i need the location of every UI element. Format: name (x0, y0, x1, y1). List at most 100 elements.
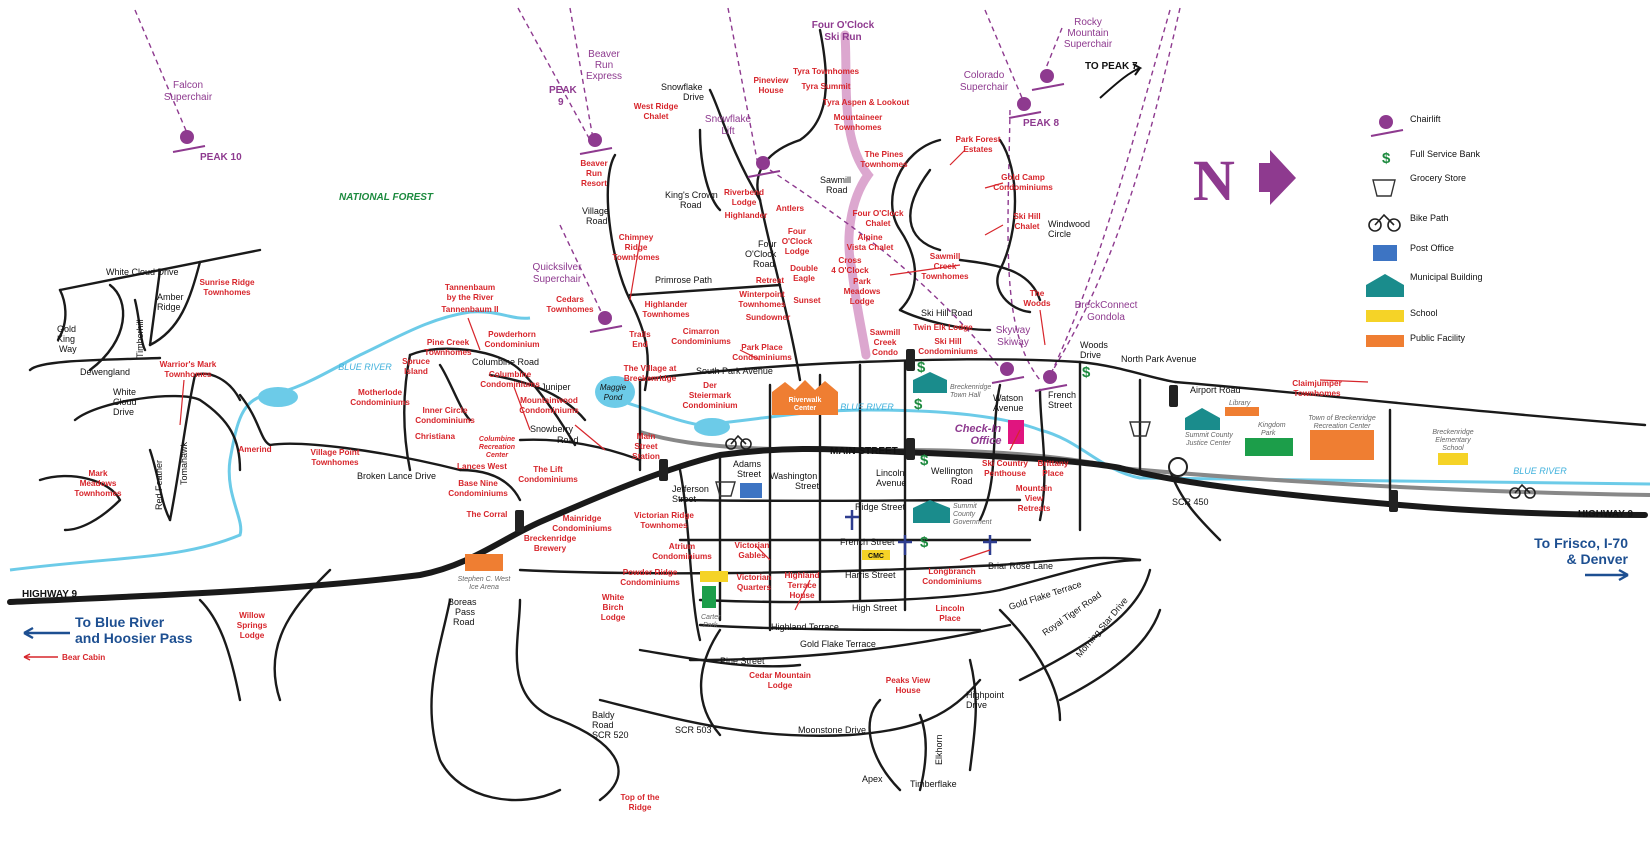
street-gold-flake-terrace: Gold Flake Terrace (800, 639, 876, 649)
street-french-street-v-2: Street (1048, 400, 1073, 410)
property-label-mark-meadows-1: Mark (88, 469, 108, 478)
street-village-road-1: Village (582, 206, 609, 216)
legend-label-grocery: Grocery Store (1410, 173, 1466, 183)
property-label-longbranch-1: Longbranch (928, 567, 975, 576)
destination-right-2: & Denver (1567, 551, 1629, 567)
property-label-ski-country-1: Ski Country (982, 459, 1028, 468)
four-oclock-run-label-1: Four O'Clock (812, 20, 875, 31)
svg-text:$: $ (920, 452, 929, 469)
bear-cabin-arrow-icon (23, 653, 58, 661)
peak10-label: PEAK 10 (200, 152, 242, 163)
street-broken-lance: Broken Lance Drive (357, 471, 436, 481)
legend-chairlift-icon (1379, 115, 1393, 129)
street-sawmill-road-1: Sawmill (820, 175, 851, 185)
property-label-base-nine-2: Condominiums (448, 489, 508, 498)
peak7-arrow-icon (1099, 63, 1143, 99)
riverwalk-center-building (772, 380, 838, 415)
property-label-tannenbaum-river-2: by the River (447, 293, 495, 302)
peak9-label-2: 9 (558, 97, 564, 108)
property-label-mountain-view-3: Retreats (1018, 504, 1051, 513)
property-label-spruce-island-1: Spruce (402, 357, 430, 366)
street-jefferson-1: Jefferson (672, 484, 709, 494)
svg-text:$: $ (1082, 364, 1091, 381)
summit-gov-label-2: County (953, 511, 976, 518)
property-label-pine-creek-2: Townhomes (424, 348, 472, 357)
peak9-line (517, 7, 591, 141)
property-label-beaver-run-resort-2: Run (586, 169, 602, 178)
legend-label-bank: Full Service Bank (1410, 149, 1481, 159)
property-label-willow-springs-2: Springs (237, 621, 268, 630)
highway-9-east (1117, 465, 1648, 518)
justice-center-building (1185, 408, 1220, 430)
property-label-west-ridge-2: Chalet (643, 112, 668, 121)
legend-municipal-icon (1366, 274, 1404, 297)
roundabout (1168, 457, 1188, 477)
street-boreas-2: Pass (455, 607, 476, 617)
property-label-victorian-ridge-2: Townhomes (640, 521, 688, 530)
blue-river-label-3: BLUE RIVER (1513, 466, 1567, 476)
property-label-park-place-2: Condominiums (732, 353, 792, 362)
property-label-pineview-2: House (758, 86, 783, 95)
beaver-run-label-2: Run (595, 60, 613, 71)
bicycle-icon (725, 434, 1536, 499)
property-label-sundowner-1: Sundowner (746, 313, 791, 322)
property-label-park-meadows-3: Lodge (850, 297, 875, 306)
beaver-run-label-3: Express (586, 71, 622, 82)
property-label-inner-circle-2: Condominiums (415, 416, 475, 425)
legend-school-icon (1366, 310, 1404, 322)
property-label-sawmill-creek-th-2: Creek (934, 262, 957, 271)
street-moonstone: Moonstone Drive (798, 725, 866, 735)
street-south-park: South Park Avenue (696, 366, 773, 376)
property-label-der-steiermark-3: Condominium (682, 401, 737, 410)
property-label-der-steiermark-2: Steiermark (689, 391, 732, 400)
property-label-atrium-2: Condominiums (652, 552, 712, 561)
property-label-columbine-condos-2: Condominiums (480, 380, 540, 389)
property-label-chimney-ridge-3: Townhomes (612, 253, 660, 262)
property-label-the-pines-2: Townhomes (860, 160, 908, 169)
property-label-chimney-ridge-1: Chimney (619, 233, 654, 242)
property-label-cedars-2: Townhomes (546, 305, 594, 314)
property-label-victorian-quarters-1: Victorian (737, 573, 772, 582)
destination-left-1: To Blue River (75, 614, 165, 630)
property-label-highland-terrace-house-2: Terrace (788, 581, 817, 590)
property-label-victorian-gables-2: Gables (738, 551, 766, 560)
property-label-top-of-ridge-1: Top of the (621, 793, 660, 802)
cmc-label: CMC (868, 553, 884, 560)
riverwalk-label-1: Riverwalk (789, 397, 822, 404)
carter-park-label-2: Park (703, 622, 718, 629)
blue-river-label-2: BLUE RIVER (840, 402, 894, 412)
property-label-base-nine-1: Base Nine (458, 479, 498, 488)
columbine-rec-label-2: Recreation (479, 444, 515, 451)
snowflake-lift-label-2: Lift (721, 126, 735, 137)
property-label-victorian-quarters-2: Quarters (737, 583, 772, 592)
check-in-office-building (1008, 420, 1024, 444)
property-label-longbranch-2: Condominiums (922, 577, 982, 586)
destination-left-small: Bear Cabin (62, 653, 105, 662)
quicksilver-label-1: Quicksilver (533, 262, 583, 273)
grocery-cart-icon (715, 421, 1151, 497)
street-gold-king-1: Gold (57, 324, 76, 334)
property-label-claimjumper-1: Claimjumper (1292, 379, 1342, 388)
property-label-mountain-view-1: Mountain (1016, 484, 1052, 493)
street-scr503: SCR 503 (675, 725, 712, 735)
property-label-village-point-1: Village Point (311, 448, 360, 457)
street-lincoln-2: Avenue (876, 478, 906, 488)
peak9-label-1: PEAK (549, 85, 578, 96)
property-label-four-oclock-lodge-3: Lodge (785, 247, 810, 256)
elementary-label-2: Elementary (1435, 437, 1471, 444)
street-boreas-3: Road (453, 617, 475, 627)
street-primrose: Primrose Path (655, 275, 712, 285)
property-label-the-woods-1: The (1030, 289, 1045, 298)
property-label-ski-hill-chalet-2: Chalet (1014, 222, 1039, 231)
street-windwood-2: Circle (1048, 229, 1071, 239)
highway-9-east-label: HIGHWAY 9 (1578, 509, 1633, 520)
street-washington-2: Street (795, 481, 820, 491)
property-label-powderhorn-1: Powderhorn (488, 330, 536, 339)
property-label-twin-elk-1: Twin Elk Lodge (913, 323, 973, 332)
property-label-mountainwood-2: Condominiums (519, 406, 579, 415)
road-network (28, 28, 1647, 802)
property-label-ski-hill-chalet-1: Ski Hill (1013, 212, 1040, 221)
property-label-warriors-mark-1: Warrior's Mark (160, 360, 217, 369)
kingdom-park-label-1: Kingdom (1258, 422, 1286, 429)
legend-bike-icon (1368, 213, 1401, 232)
